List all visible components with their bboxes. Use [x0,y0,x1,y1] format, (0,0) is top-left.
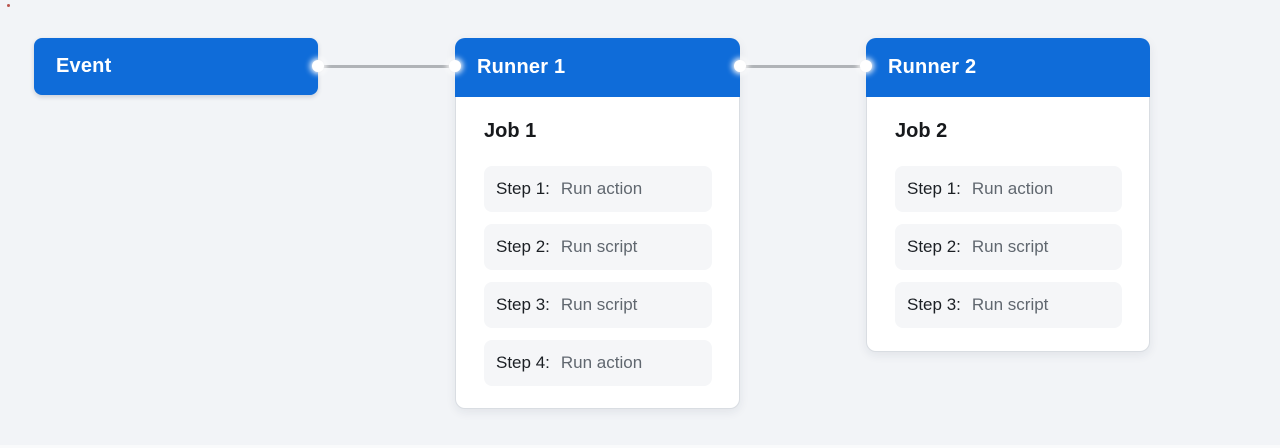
step-value: Run script [560,295,638,314]
bottom-edge-highlight [0,445,1280,448]
step-item: Step 1: Run action [484,166,712,212]
event-node: Event [34,38,318,95]
connection-port-event-right [312,60,324,72]
step-label: Step 2: [496,237,550,256]
runner-2-header: Runner 2 [866,38,1150,97]
step-value: Run action [560,353,643,372]
step-value: Run script [971,295,1049,314]
red-pixel-artifact [7,4,10,7]
connector-line-runner1-runner2 [740,65,866,68]
runner-1-card: Runner 1 Job 1 Step 1: Run action Step 2… [455,38,740,409]
runner-1-body: Job 1 Step 1: Run action Step 2: Run scr… [456,118,739,386]
runner-2-title: Runner 2 [888,56,977,78]
runner-2-steps-list: Step 1: Run action Step 2: Run script St… [895,166,1122,328]
step-value: Run script [971,237,1049,256]
step-value: Run action [560,179,643,198]
step-item: Step 3: Run script [895,282,1122,328]
step-label: Step 2: [907,237,961,256]
step-item: Step 3: Run script [484,282,712,328]
step-label: Step 1: [496,179,550,198]
step-label: Step 1: [907,179,961,198]
connection-port-runner1-right [734,60,746,72]
step-label: Step 3: [496,295,550,314]
runner-2-card: Runner 2 Job 2 Step 1: Run action Step 2… [866,38,1150,352]
connection-port-runner1-left [449,60,461,72]
step-item: Step 4: Run action [484,340,712,386]
step-label: Step 4: [496,353,550,372]
step-label: Step 3: [907,295,961,314]
connection-port-runner2-left [860,60,872,72]
runner-2-body: Job 2 Step 1: Run action Step 2: Run scr… [867,118,1149,328]
runner-1-title: Runner 1 [477,56,566,78]
runner-1-steps-list: Step 1: Run action Step 2: Run script St… [484,166,712,386]
job-1-title: Job 1 [484,120,537,142]
runner-1-header: Runner 1 [455,38,740,97]
connector-line-event-runner1 [318,65,455,68]
event-node-label: Event [56,55,112,77]
step-item: Step 1: Run action [895,166,1122,212]
step-item: Step 2: Run script [484,224,712,270]
step-value: Run action [971,179,1054,198]
step-item: Step 2: Run script [895,224,1122,270]
step-value: Run script [560,237,638,256]
job-2-title: Job 2 [895,120,948,142]
